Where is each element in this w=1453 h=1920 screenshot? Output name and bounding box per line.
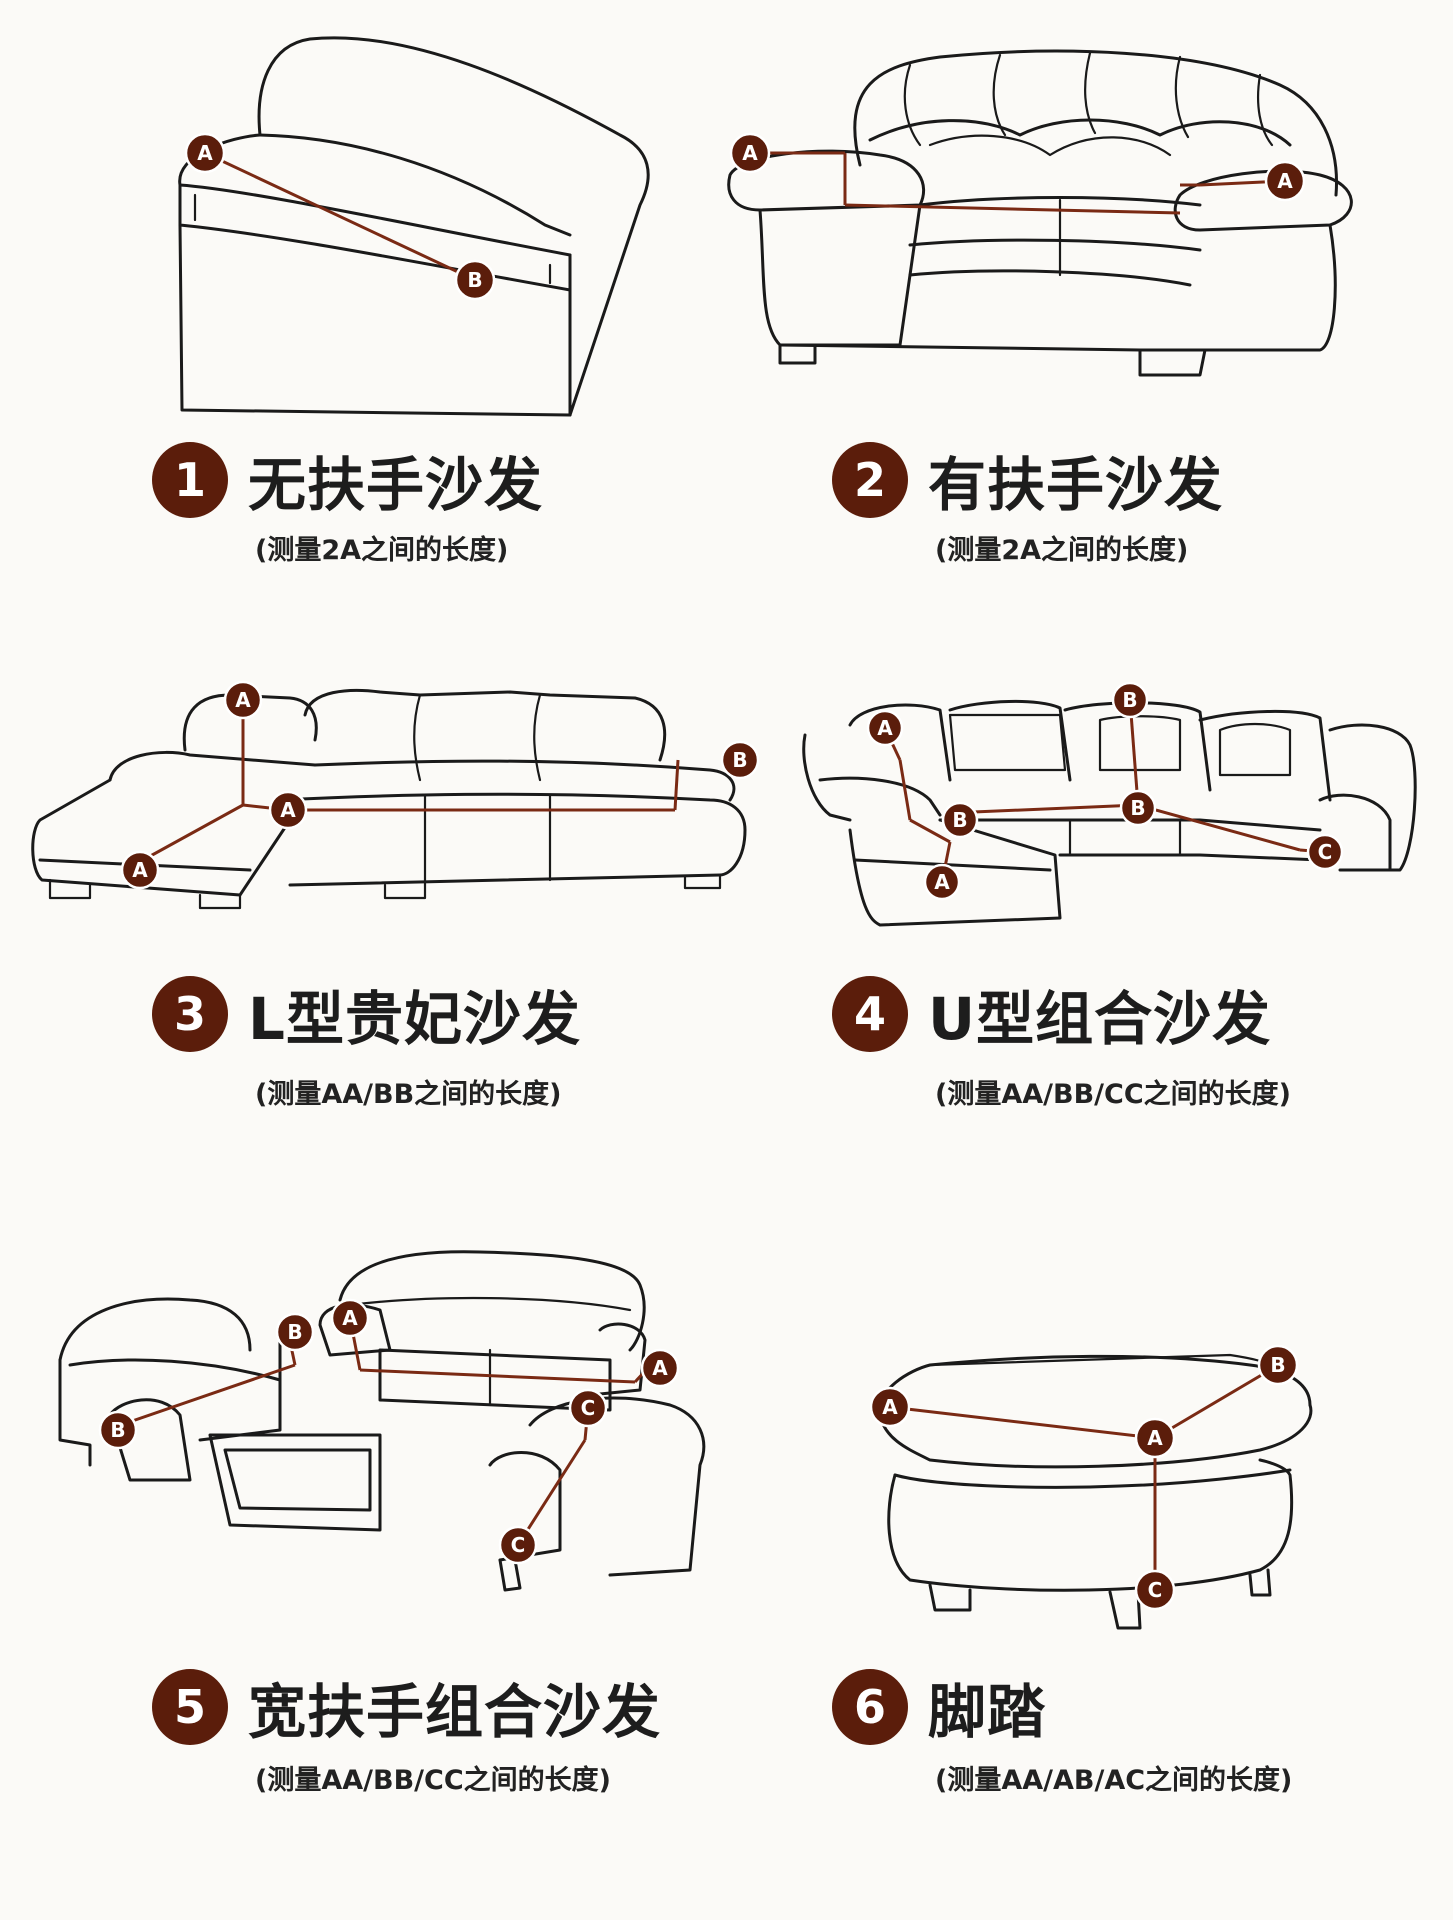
measure-instruction: (测量AA/BB之间的长度) — [255, 1079, 562, 1110]
svg-text:A: A — [882, 1395, 898, 1419]
point-B-marker — [941, 801, 979, 839]
svg-text:A: A — [652, 1356, 668, 1380]
step-number-badge: 5 — [152, 1669, 228, 1745]
svg-text:B: B — [1122, 688, 1137, 712]
point-B-marker — [1257, 1344, 1299, 1386]
measure-instruction: (测量AA/BB/CC之间的长度) — [255, 1765, 611, 1796]
svg-text:B: B — [467, 268, 482, 292]
measure-instruction: (测量2A之间的长度) — [255, 535, 509, 566]
point-A-marker — [330, 1298, 370, 1338]
caption-row: 3 L型贵妃沙发 — [152, 972, 581, 1056]
svg-text:B: B — [952, 808, 967, 832]
point-C-marker — [568, 1388, 608, 1428]
measure-instruction: (测量2A之间的长度) — [935, 535, 1189, 566]
step-number-badge: 2 — [832, 442, 908, 518]
svg-text:B: B — [732, 748, 747, 772]
point-C-marker — [1306, 833, 1344, 871]
svg-text:B: B — [1130, 796, 1145, 820]
point-A-marker — [268, 790, 308, 830]
point-A-marker — [870, 1386, 911, 1428]
caption-row: 2 有扶手沙发 — [832, 438, 1223, 522]
sofa-type-title: 脚踏 — [928, 1678, 1047, 1746]
svg-text:A: A — [280, 798, 296, 822]
svg-text:A: A — [1277, 169, 1293, 193]
svg-text:A: A — [742, 141, 758, 165]
point-A-marker — [729, 132, 771, 174]
footstool-illustration: A A B C — [870, 1310, 1350, 1630]
measure-instruction: (测量AA/AB/AC之间的长度) — [935, 1765, 1293, 1796]
point-B-marker — [720, 740, 760, 780]
svg-text:B: B — [110, 1418, 125, 1442]
svg-text:A: A — [877, 716, 893, 740]
point-B-marker — [454, 259, 496, 301]
sofa-type-title: 无扶手沙发 — [248, 451, 544, 519]
svg-text:B: B — [1270, 1353, 1285, 1377]
point-A-marker — [923, 863, 961, 901]
point-C-marker — [498, 1525, 538, 1565]
point-B-marker — [275, 1312, 315, 1352]
panel-wide-arm-sofa-set: A A B B C C 5 宽扶手组合沙发 (测量AA/BB/CC之间的长度) — [0, 1240, 706, 1860]
caption-row: 1 无扶手沙发 — [152, 438, 543, 522]
step-number-badge: 3 — [152, 976, 228, 1052]
svg-text:C: C — [1148, 1578, 1163, 1602]
point-C-marker — [1134, 1569, 1176, 1611]
point-A-marker — [1134, 1417, 1176, 1459]
svg-text:C: C — [581, 1396, 596, 1420]
sofa-type-title: U型组合沙发 — [928, 985, 1272, 1053]
l-shaped-sofa-illustration: A A A B — [30, 670, 760, 940]
caption-row: 4 U型组合沙发 — [832, 972, 1271, 1056]
armless-sofa-illustration: A B — [150, 25, 670, 425]
point-A-marker — [640, 1348, 680, 1388]
svg-text:A: A — [934, 870, 950, 894]
point-A-marker — [223, 680, 263, 720]
point-B-marker — [1119, 789, 1157, 827]
point-B-marker — [1111, 681, 1149, 719]
panel-u-shaped-sofa: A A B B B C 4 U型组合沙发 (测量AA/BB/CC之间的长度) — [720, 650, 1420, 1270]
wide-arm-sofa-set-illustration: A A B B C C — [50, 1240, 740, 1630]
panel-armless-sofa: A B 1 无扶手沙发 (测量2A之间的长度) — [0, 0, 700, 620]
point-A-marker — [866, 709, 904, 747]
point-A-marker — [1264, 160, 1306, 202]
svg-text:A: A — [1147, 1426, 1163, 1450]
sofa-type-title: 有扶手沙发 — [928, 451, 1224, 519]
svg-text:A: A — [132, 858, 148, 882]
panel-armed-sofa: A A 2 有扶手沙发 (测量2A之间的长度) — [720, 0, 1420, 620]
caption-row: 5 宽扶手组合沙发 — [152, 1665, 661, 1749]
step-number-badge: 6 — [832, 1669, 908, 1745]
svg-text:C: C — [511, 1533, 526, 1557]
armed-sofa-illustration: A A — [720, 45, 1360, 385]
measure-instruction: (测量AA/BB/CC之间的长度) — [935, 1079, 1291, 1110]
panel-l-shaped-sofa: A A A B 3 L型贵妃沙发 (测量AA/BB之间的长度) — [0, 650, 760, 1270]
step-number-badge: 4 — [832, 976, 908, 1052]
point-A-marker — [120, 850, 160, 890]
svg-text:A: A — [235, 688, 251, 712]
u-shaped-sofa-illustration: A A B B B C — [800, 670, 1440, 930]
svg-text:A: A — [197, 141, 213, 165]
sofa-type-title: 宽扶手组合沙发 — [248, 1678, 662, 1746]
panel-footstool: A A B C 6 脚踏 (测量AA/AB/AC之间的长度) — [720, 1240, 1420, 1860]
caption-row: 6 脚踏 — [832, 1665, 1046, 1749]
svg-text:A: A — [342, 1306, 358, 1330]
point-A-marker — [184, 132, 226, 174]
svg-text:C: C — [1318, 840, 1333, 864]
sofa-type-title: L型贵妃沙发 — [248, 985, 581, 1053]
svg-text:B: B — [287, 1320, 302, 1344]
point-B-marker — [98, 1410, 138, 1450]
step-number-badge: 1 — [152, 442, 228, 518]
